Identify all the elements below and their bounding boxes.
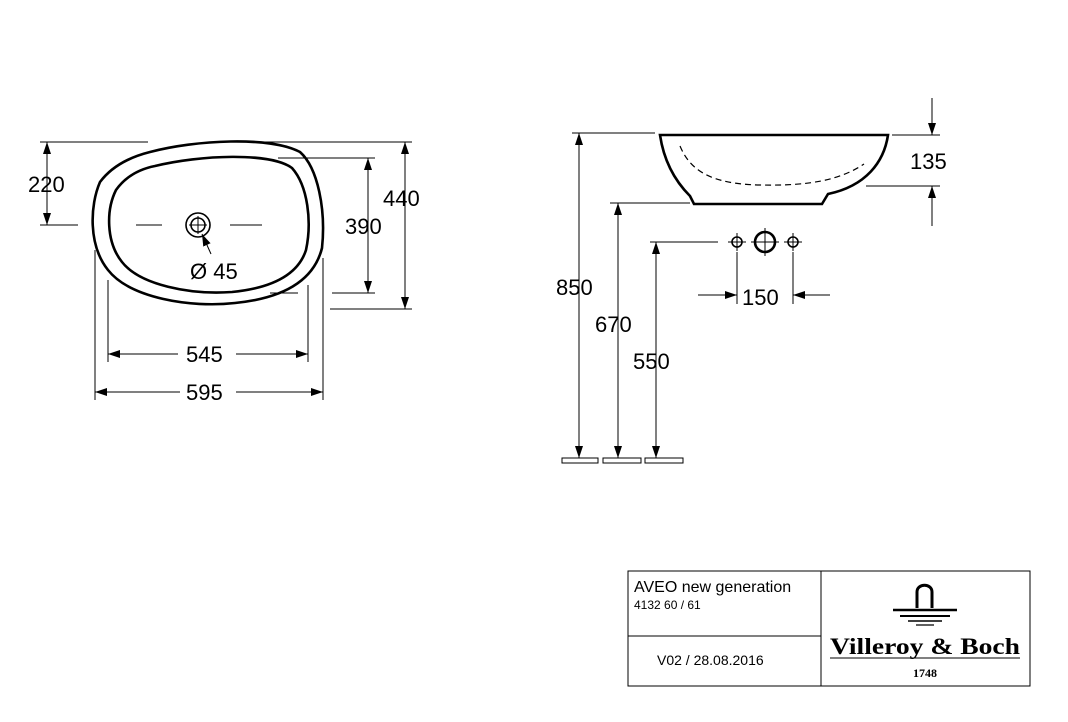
version-date: V02 / 28.08.2016 (657, 652, 764, 668)
dim-label-220: 220 (28, 172, 65, 197)
dim-label-545: 545 (186, 342, 223, 367)
basin-inner-outline (107, 155, 310, 294)
dim-label-135: 135 (910, 149, 947, 174)
side-view: 135 850 670 550 150 (556, 98, 947, 464)
dim-label-550: 550 (633, 349, 670, 374)
basin-outer-outline (91, 140, 325, 306)
tap-connections-icon (728, 228, 802, 256)
brand-year: 1748 (913, 666, 937, 680)
floor-block (644, 457, 684, 464)
drain-diameter-label: Ø 45 (190, 259, 238, 284)
dim-label-670: 670 (595, 312, 632, 337)
product-name: AVEO new generation (634, 579, 791, 596)
brand-name: Villeroy & Boch (830, 634, 1020, 659)
dim-label-440: 440 (383, 186, 420, 211)
dim-label-850: 850 (556, 275, 593, 300)
basin-side-profile (658, 133, 890, 206)
title-block: AVEO new generation 4132 60 / 61 V02 / 2… (627, 570, 1031, 687)
floor-block (602, 457, 642, 464)
article-numbers: 4132 60 / 61 (634, 598, 701, 612)
dim-label-150: 150 (742, 285, 779, 310)
top-view: Ø 45 220 390 440 545 595 (28, 140, 420, 405)
drain-icon (136, 212, 262, 255)
dim-label-595: 595 (186, 380, 223, 405)
dim-label-390: 390 (345, 214, 382, 239)
basin-inner-dashed (679, 145, 865, 186)
brand-logo-icon (893, 583, 957, 626)
floor-block (561, 457, 599, 464)
